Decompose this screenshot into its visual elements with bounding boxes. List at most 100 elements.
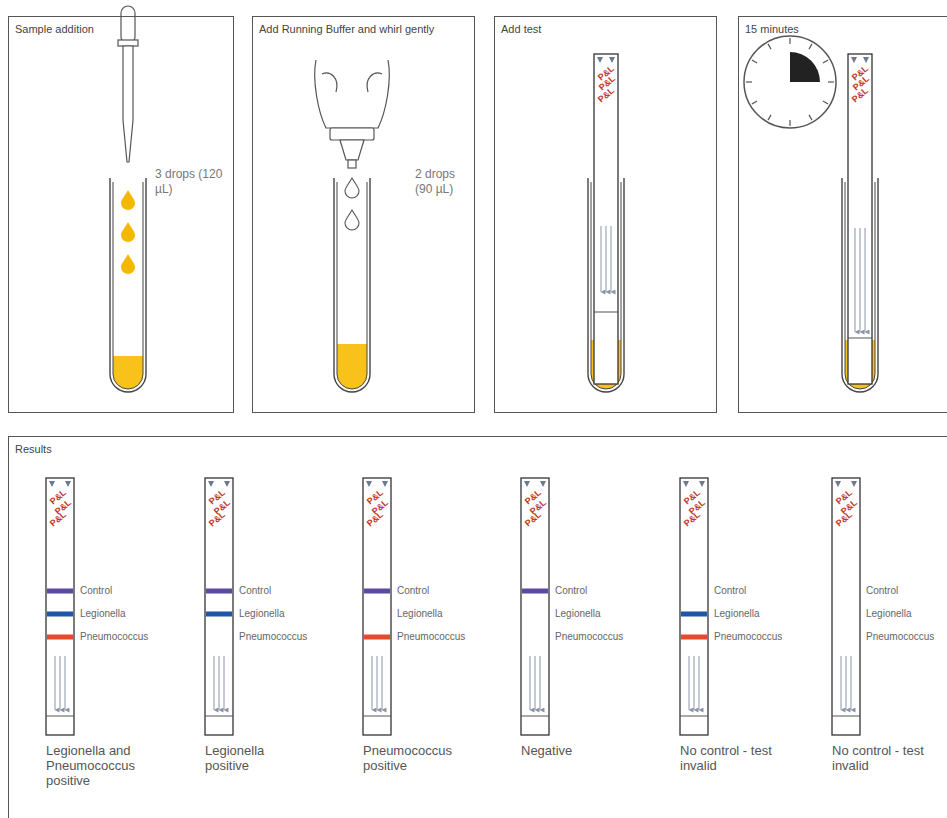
clock-tick [752, 101, 757, 104]
flow-arrow [699, 656, 700, 710]
band-label: Legionella [714, 608, 760, 620]
flow-arrow [372, 656, 373, 710]
band-label: Pneumococcus [80, 631, 148, 643]
strip-body [46, 478, 74, 735]
volume-note: 3 drops (120 µL) [155, 167, 225, 197]
flow-arrow [214, 656, 215, 710]
band-label: Legionella [397, 608, 443, 620]
sample-pad-line [46, 716, 74, 717]
band-label: Control [397, 585, 429, 597]
test-band [47, 612, 73, 617]
clock-tick [823, 60, 828, 63]
test-strip [832, 478, 860, 735]
sample-pad-line [363, 716, 391, 717]
clock-tick [809, 44, 812, 49]
clock-tick [789, 38, 790, 44]
band-label: Pneumococcus [239, 631, 307, 643]
test-band [681, 612, 707, 617]
band-label: Control [714, 585, 746, 597]
sample-pad-line [848, 338, 872, 339]
test-strip [594, 54, 618, 384]
band-label: Legionella [239, 608, 285, 620]
band-label: Legionella [555, 608, 601, 620]
test-band [206, 612, 232, 617]
test-band [681, 635, 707, 640]
band-label: Pneumococcus [866, 631, 934, 643]
flow-arrow [611, 226, 612, 292]
panel-title: Results [15, 442, 52, 456]
result-caption: Negative [521, 743, 625, 758]
flow-arrow [846, 656, 847, 710]
test-band [364, 589, 390, 594]
strip-mark [835, 481, 857, 487]
test-band [364, 635, 390, 640]
liquid [337, 344, 367, 389]
clock-tick [823, 101, 828, 104]
test-strip [46, 478, 74, 735]
sample-pad-line [680, 716, 708, 717]
flow-arrow [55, 656, 56, 710]
band-label: Control [866, 585, 898, 597]
clock-tick [809, 115, 812, 120]
result-caption: No control - test invalid [680, 743, 784, 773]
buffer-drop [345, 178, 359, 230]
clock-tick [768, 115, 771, 120]
strip-mark [208, 481, 230, 487]
result-caption: Legionella positive [205, 743, 309, 773]
flow-arrow [860, 228, 861, 332]
panel-title: 15 minutes [745, 22, 799, 36]
band-label: Pneumococcus [555, 631, 623, 643]
test-band [206, 589, 232, 594]
strip-body [363, 478, 391, 735]
flow-arrow [224, 656, 225, 710]
sample-pad-line [521, 716, 549, 717]
flow-arrow [60, 656, 61, 710]
flow-arrow [219, 656, 220, 710]
panel-title: Sample addition [15, 22, 94, 36]
flow-arrow [65, 656, 66, 710]
clock-tick [768, 44, 771, 49]
result-caption: Legionella and Pneumococcus positive [46, 743, 150, 788]
step-panel: Results [8, 436, 947, 818]
test-strip [205, 478, 233, 735]
test-strip [521, 478, 549, 735]
timer-clock [744, 36, 836, 128]
band-label: Legionella [80, 608, 126, 620]
band-label: Control [239, 585, 271, 597]
flow-arrow [841, 656, 842, 710]
step-panel: Add Running Buffer and whirl gently 2 dro… [252, 16, 475, 413]
step-panel: Sample addition 3 drops (120 µL) [8, 16, 234, 413]
step-panel: 15 minutes [738, 16, 947, 413]
flow-arrow [540, 656, 541, 710]
test-strip [680, 478, 708, 735]
panel-title: Add Running Buffer and whirl gently [259, 22, 464, 36]
sample-pad-line [205, 716, 233, 717]
strip-mark [597, 57, 615, 63]
clock-tick [746, 81, 752, 82]
strip-mark [366, 481, 388, 487]
result-caption: Pneumococcus positive [363, 743, 467, 773]
strip-mark [49, 481, 71, 487]
volume-note: 2 drops (90 µL) [415, 167, 475, 197]
buffer-bottle [315, 60, 390, 168]
sample-drop [121, 190, 135, 274]
clock-tick [752, 60, 757, 63]
test-strip [848, 54, 872, 384]
tube-wall [334, 178, 370, 392]
test-band [522, 589, 548, 594]
band-label: Control [555, 585, 587, 597]
clock-tick [789, 120, 790, 126]
strip-body [594, 54, 618, 384]
flow-arrow [382, 656, 383, 710]
flow-arrow [851, 656, 852, 710]
panel-title: Add test [501, 22, 541, 36]
band-label: Pneumococcus [714, 631, 782, 643]
test-band [47, 635, 73, 640]
sample-pad-line [832, 716, 860, 717]
flow-arrow [535, 656, 536, 710]
test-strip [363, 478, 391, 735]
strip-body [205, 478, 233, 735]
test-strip [46, 54, 872, 735]
strip-mark [683, 481, 705, 487]
result-caption: No control - test invalid [832, 743, 936, 773]
